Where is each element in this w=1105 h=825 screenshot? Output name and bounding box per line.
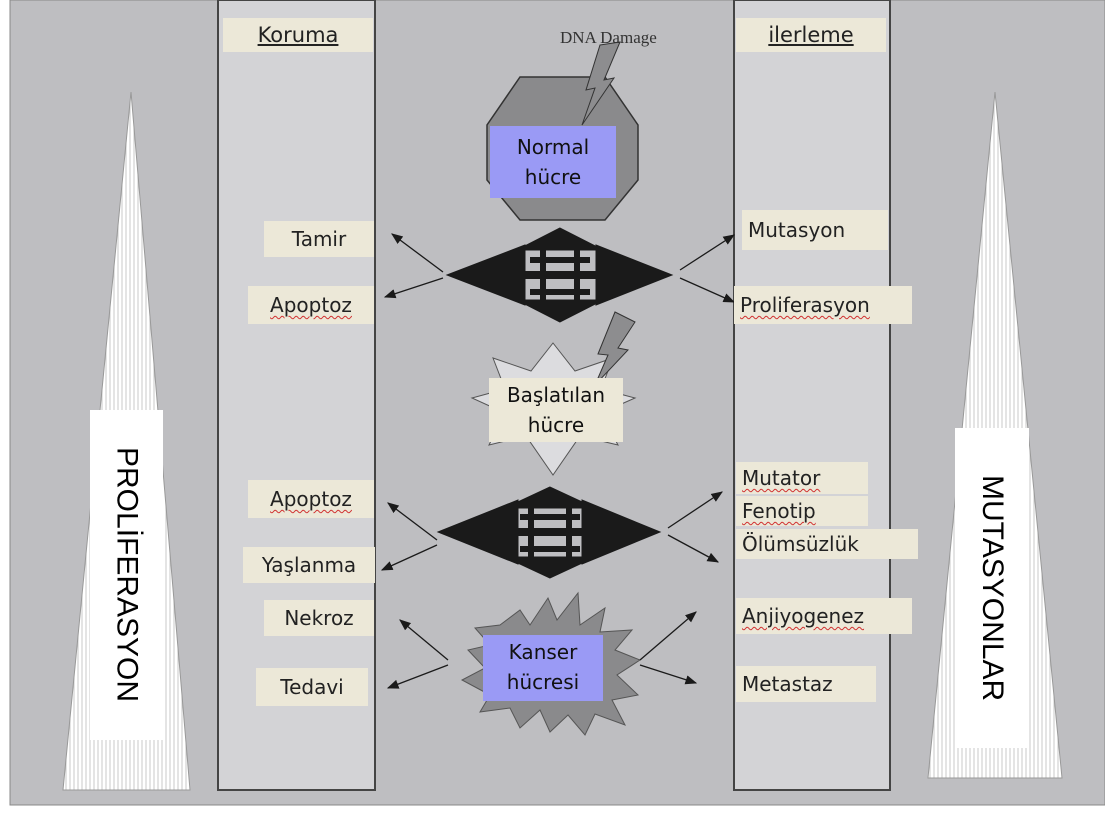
mutasyon-label: Mutasyon bbox=[742, 210, 888, 250]
cancer-cell-line2: hücresi bbox=[506, 670, 580, 694]
fenotip-label: Fenotip bbox=[736, 496, 868, 526]
right-column bbox=[733, 0, 891, 791]
four-way-arrow-1 bbox=[445, 227, 674, 323]
four-way-arrow-2 bbox=[436, 486, 662, 579]
initiated-cell-box: Başlatılan hücre bbox=[489, 378, 623, 442]
tedavi-label: Tedavi bbox=[256, 668, 368, 706]
mutasyonlar-side-box bbox=[955, 428, 1029, 748]
koruma-header: Koruma bbox=[223, 18, 373, 52]
initiated-cell-line2: hücre bbox=[527, 413, 585, 437]
normal-cell-box: Normal hücre bbox=[490, 126, 616, 198]
proliferasyon-side-box bbox=[90, 410, 163, 740]
tamir-label: Tamir bbox=[264, 221, 374, 257]
lightning-bolt-icon-2 bbox=[594, 311, 636, 386]
proliferasyon-label: Proliferasyon bbox=[734, 286, 912, 324]
metastaz-label: Metastaz bbox=[736, 666, 876, 702]
cancer-cell-box: Kanser hücresi bbox=[483, 635, 603, 701]
olumsuzluk-label: Ölümsüzlük bbox=[736, 529, 918, 559]
dna-damage-label: DNA Damage bbox=[560, 28, 657, 47]
mutator-label: Mutator bbox=[736, 462, 868, 494]
normal-cell-line2: hücre bbox=[524, 165, 582, 189]
proliferasyon-side-label: PROLİFERASYON bbox=[110, 447, 144, 703]
nekroz-label: Nekroz bbox=[264, 600, 374, 636]
initiated-cell-line1: Başlatılan bbox=[506, 383, 606, 407]
apoptoz-label-1: Apoptoz bbox=[248, 286, 374, 324]
yaslanma-label: Yaşlanma bbox=[243, 547, 375, 583]
mutasyonlar-side-label: MUTASYONLAR bbox=[976, 474, 1009, 702]
cancer-cell-line1: Kanser bbox=[508, 640, 578, 664]
ilerleme-header: ilerleme bbox=[736, 18, 886, 52]
left-column bbox=[217, 0, 376, 791]
apoptoz-label-2: Apoptoz bbox=[248, 480, 374, 518]
normal-cell-line1: Normal bbox=[516, 135, 590, 159]
lightning-bolt-icon bbox=[581, 41, 621, 126]
anjiyogenez-label: Anjiyogenez bbox=[736, 598, 912, 634]
thin-arrows bbox=[380, 233, 736, 689]
